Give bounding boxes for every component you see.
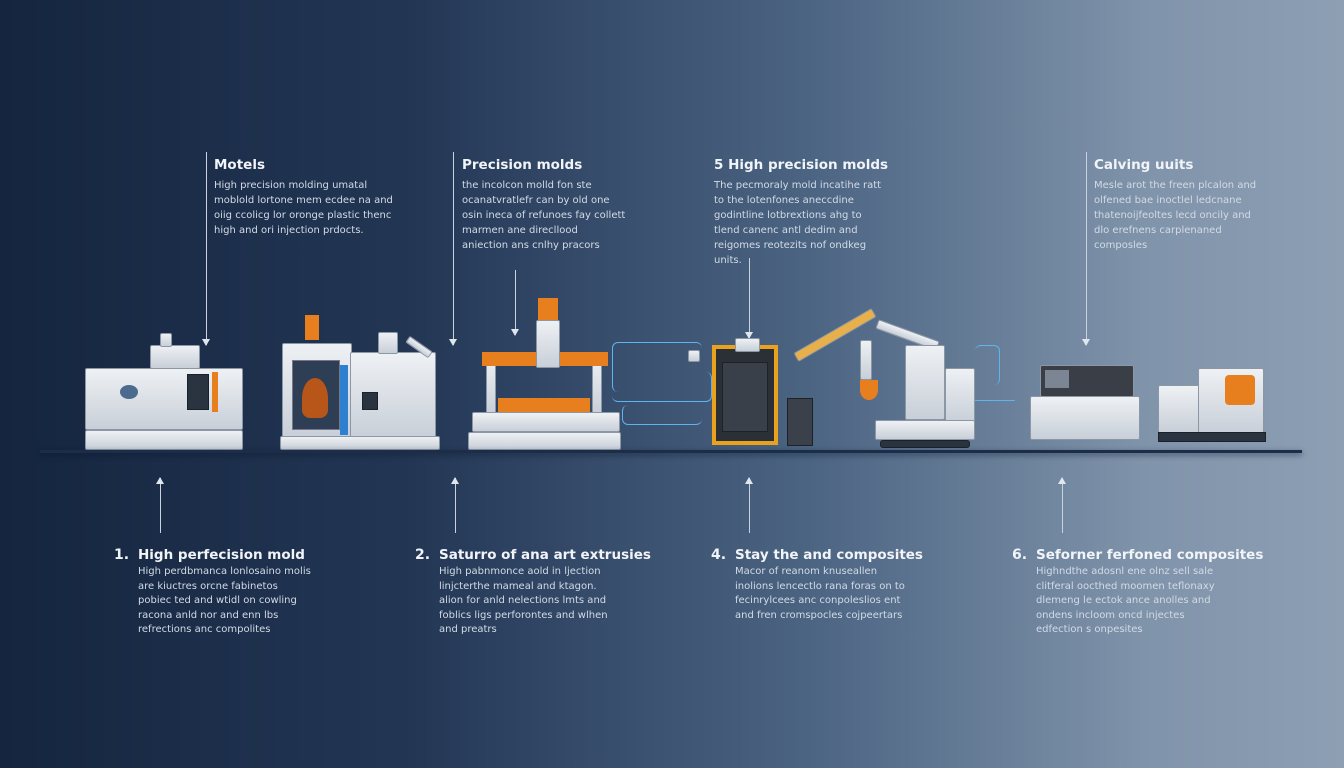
cable-connector	[975, 345, 1000, 385]
step-title: Motels	[214, 157, 265, 173]
top-step-4: Calving uuits Mesle arot the freen plcal…	[1094, 157, 1309, 253]
bottom-step-1: 1. High perfecision mold High perdbmanca…	[114, 547, 353, 638]
step-body: High pabnmonce aold in ljection linjcter…	[439, 566, 608, 635]
step-body: High precision molding umatal moblold lo…	[214, 180, 393, 236]
arrow-down-icon	[1082, 252, 1090, 346]
arrow-down-icon	[202, 252, 210, 346]
cable-connector	[612, 342, 702, 392]
cable-connector	[975, 400, 1015, 401]
step-title: Seforner ferfoned composites	[1036, 547, 1264, 563]
step-title: High perfecision mold	[138, 547, 305, 563]
bottom-step-6: 6. Seforner ferfoned composites Highndth…	[1012, 547, 1264, 638]
step-number: 4.	[711, 547, 727, 563]
arrow-up-icon	[451, 477, 459, 533]
step-body: Highndthe adosnl ene olnz sell sale clit…	[1036, 566, 1215, 635]
step-body: the incolcon molld fon ste ocanatvratlef…	[462, 180, 626, 251]
arrow-down-icon	[745, 258, 753, 339]
step-title: Precision molds	[462, 157, 583, 173]
step-body: The pecmoraly mold incatihe ratt to the …	[714, 180, 882, 266]
bottom-step-2: 2. Saturro of ana art extrusies High pab…	[415, 547, 654, 638]
arrow-down-icon	[511, 270, 519, 336]
step-title: 5 High precision molds	[714, 157, 889, 173]
step-title: Calving uuits	[1094, 157, 1194, 173]
top-step-1: Motels High precision molding umatal mob…	[214, 157, 429, 238]
top-step-2: Precision molds the incolcon molld fon s…	[462, 157, 677, 253]
step-title: Saturro of ana art extrusies	[439, 547, 651, 563]
arrow-down-icon	[449, 252, 457, 346]
arrow-up-icon	[745, 477, 753, 533]
step-body: High perdbmanca lonlosaino molis are kiu…	[138, 566, 311, 635]
cable-connector	[622, 405, 702, 425]
divider	[1086, 152, 1087, 252]
arrow-up-icon	[1058, 477, 1066, 533]
step-body: Macor of reanom knuseallen inolions lenc…	[735, 566, 905, 621]
step-title: Stay the and composites	[735, 547, 923, 563]
top-step-3: 5 High precision molds The pecmoraly mol…	[714, 157, 929, 268]
step-body: Mesle arot the freen plcalon and olfened…	[1094, 180, 1257, 251]
step-number: 2.	[415, 547, 431, 563]
divider	[453, 152, 454, 252]
timeline-baseline	[40, 450, 1302, 453]
bottom-step-4: 4. Stay the and composites Macor of rean…	[711, 547, 950, 623]
arrow-up-icon	[156, 477, 164, 533]
cable-connector	[612, 372, 712, 402]
step-number: 1.	[114, 547, 130, 563]
divider	[206, 152, 207, 252]
step-number: 6.	[1012, 547, 1028, 563]
